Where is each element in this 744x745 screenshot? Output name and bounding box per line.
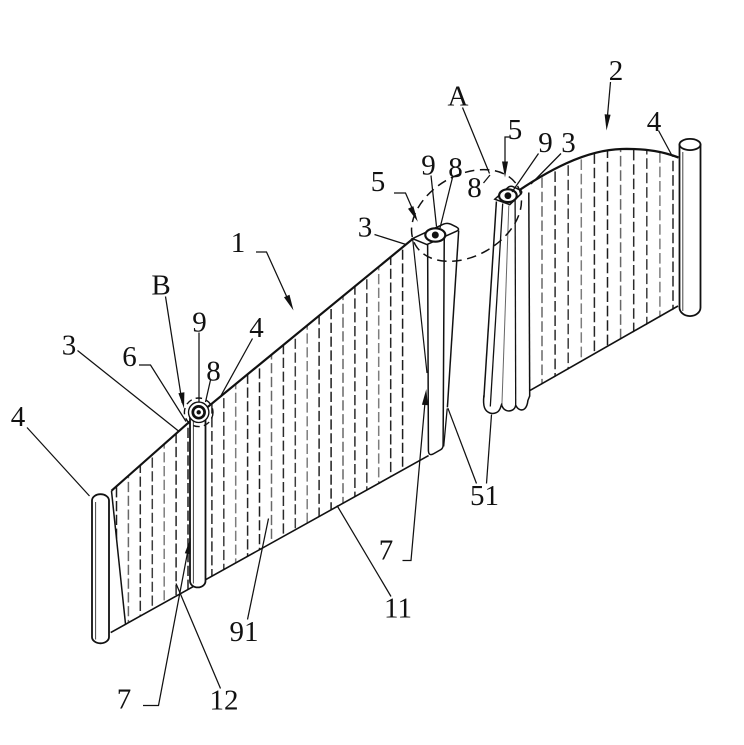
svg-text:1: 1 — [231, 227, 246, 259]
svg-text:9: 9 — [421, 150, 436, 182]
svg-text:8: 8 — [467, 172, 482, 204]
svg-text:8: 8 — [448, 152, 463, 184]
svg-text:8: 8 — [206, 356, 221, 388]
svg-text:5: 5 — [371, 166, 386, 198]
svg-text:7: 7 — [379, 535, 394, 567]
svg-text:3: 3 — [561, 127, 576, 159]
svg-text:9: 9 — [538, 127, 553, 159]
svg-text:4: 4 — [647, 106, 662, 138]
svg-text:51: 51 — [470, 480, 499, 512]
svg-text:4: 4 — [11, 401, 26, 433]
svg-text:3: 3 — [62, 330, 77, 362]
svg-text:12: 12 — [210, 685, 239, 717]
svg-text:2: 2 — [609, 55, 624, 87]
svg-text:11: 11 — [384, 593, 412, 625]
svg-text:7: 7 — [117, 684, 132, 716]
svg-text:A: A — [448, 81, 469, 113]
svg-text:B: B — [151, 270, 170, 302]
svg-text:3: 3 — [358, 212, 373, 244]
svg-text:6: 6 — [122, 341, 137, 373]
svg-text:91: 91 — [230, 616, 259, 648]
svg-text:9: 9 — [192, 307, 207, 339]
svg-text:5: 5 — [508, 114, 523, 146]
svg-text:4: 4 — [249, 312, 264, 344]
